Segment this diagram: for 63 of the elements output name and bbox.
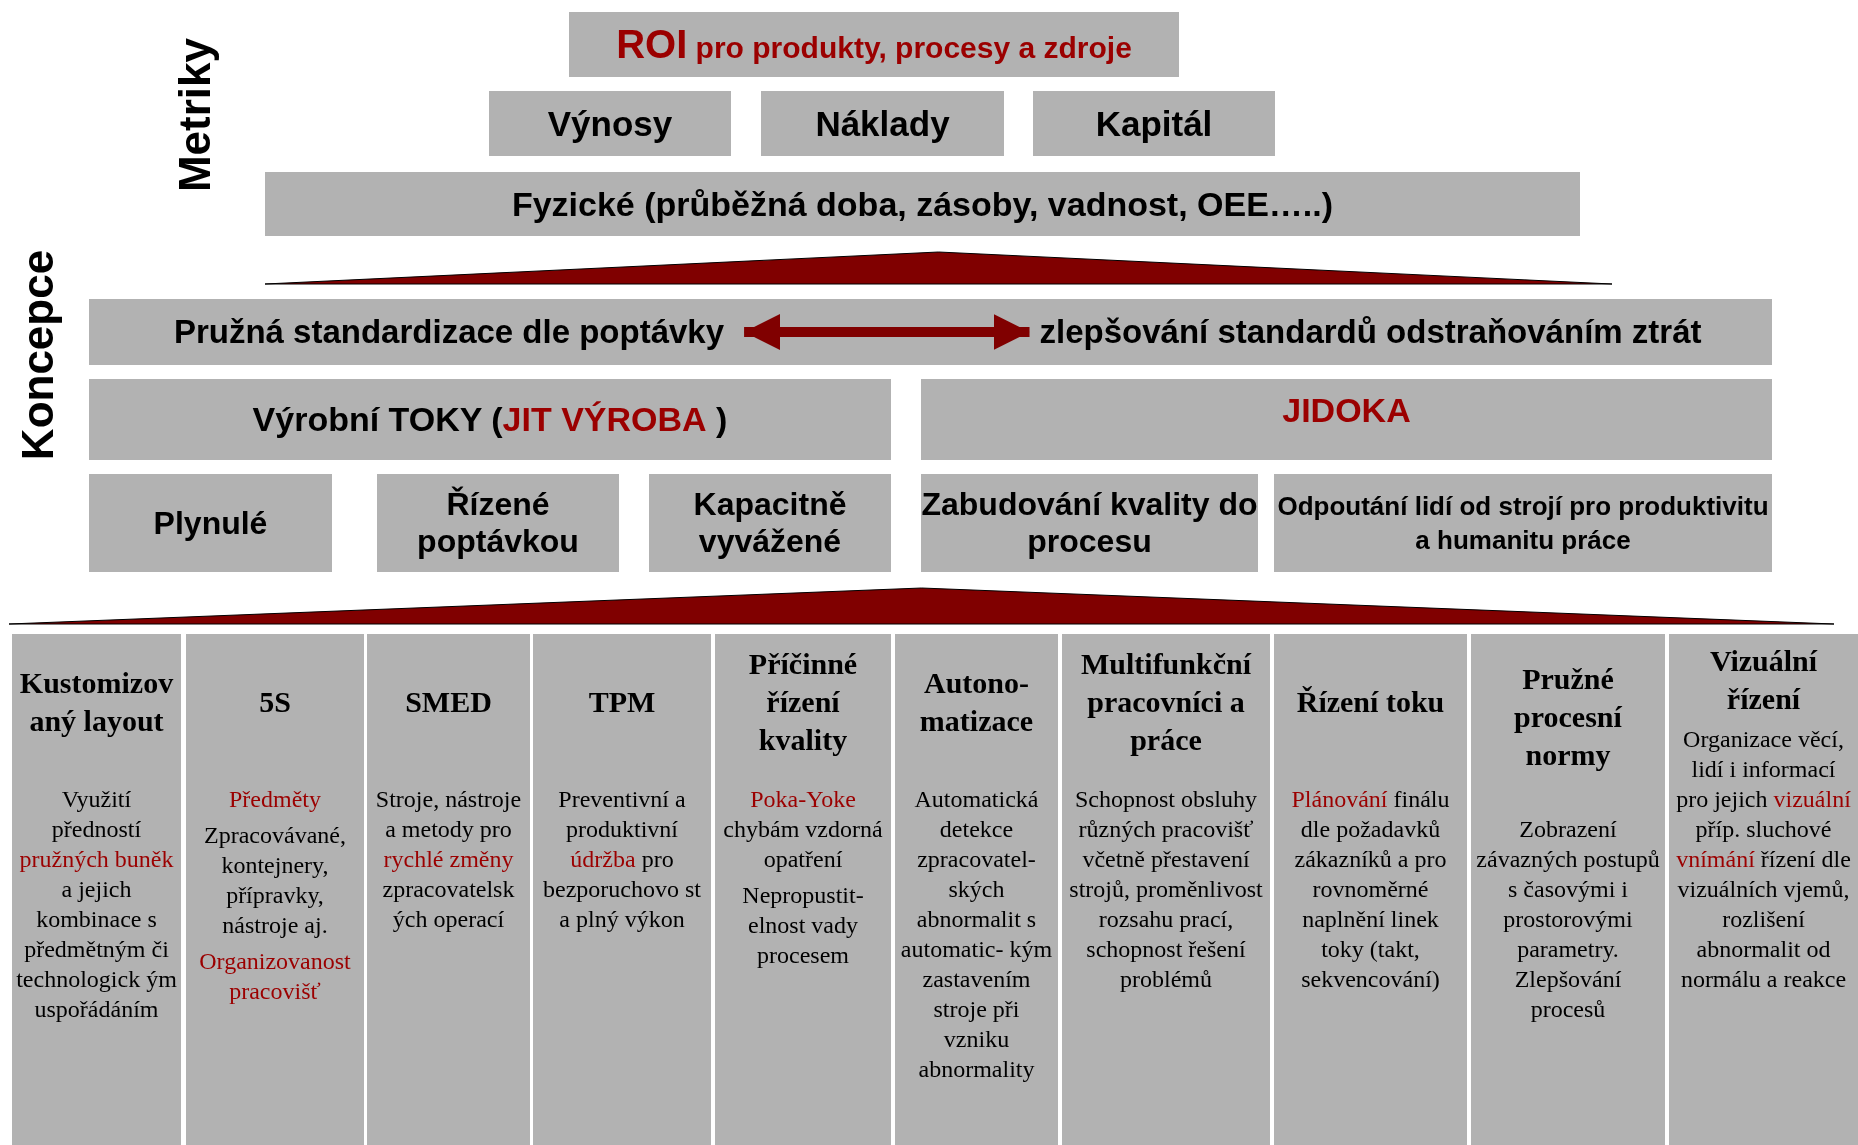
pillar-text: Poka-Yoke chybám vzdorná opatření — [722, 785, 884, 874]
pillar-column — [533, 634, 711, 1145]
pillar-text: Preventivní a produktivní údržba pro bezporuchovo st a plný výkon — [542, 785, 702, 934]
box-label: Náklady — [815, 103, 950, 144]
box-label: ROI pro produkty, procesy a zdroje — [616, 22, 1132, 67]
pillar-text: Plánování finálu dle požadavků zákazníků a pro rovnoměrné naplnění linek toky (takt, sekvencování) — [1290, 785, 1451, 994]
box-label: Plynulé — [153, 504, 268, 542]
concept-band — [89, 299, 1772, 365]
pillar-text: Organizace věcí, lidí i informací pro jejich vizuální příp. sluchové vnímání řízení dle vizuálních vjemů, rozlišení abnormalit od normálu a reakce — [1675, 725, 1852, 994]
pillar-column — [895, 634, 1058, 1145]
pillar-heading: 5S — [259, 684, 291, 720]
pillar-text: Zpracovávané, kontejnery, přípravky, nástroje aj. — [203, 821, 347, 940]
pillar-column — [186, 634, 364, 1145]
pillar-column — [715, 634, 891, 1145]
pillar-text: Zobrazení závazných postupů s časovými i prostorovými parametry. Zlepšování procesů — [1475, 815, 1661, 1024]
principle-box — [649, 474, 891, 572]
pillar-text: Schopnost obsluhy různých pracovišť včetně přestavení strojů, proměnlivost rozsahu prací, schopnost řešení problémů — [1068, 785, 1264, 994]
principle-box — [921, 474, 1258, 572]
pillar-heading: Vizuální řízení — [1708, 643, 1819, 717]
side-label: Metriky — [170, 37, 221, 193]
box-label: JIDOKA — [1282, 391, 1411, 430]
pillar-text: Stroje, nástroje a metody pro rychlé změny zpracovatelsk ých operací — [374, 785, 523, 934]
double-arrow — [744, 314, 1030, 350]
principle-box — [89, 474, 332, 572]
box-label: Kapacitně vyvážené — [692, 486, 848, 560]
pillar-heading: SMED — [405, 684, 492, 720]
pillar-column — [1062, 634, 1270, 1145]
pillar-text: Využití předností pružných buněk a jejich kombinace s předmětným či technologick ým uspořádáním — [16, 785, 177, 1024]
metric-box — [761, 91, 1004, 156]
pillar-text: Organizovanost pracovišť — [198, 947, 352, 1006]
principle-box — [377, 474, 619, 572]
pillar-heading: Pružné procesní normy — [1513, 661, 1623, 773]
pillar-heading: TPM — [588, 684, 656, 720]
pillar-column — [367, 634, 530, 1145]
pillar-text: Nepropustit- elnost vady procesem — [741, 881, 865, 970]
box-label: Výrobní TOKY (JIT VÝROBA ) — [252, 400, 728, 439]
pillar-text: Předměty — [229, 785, 321, 814]
principle-box — [1274, 474, 1772, 572]
concept-box — [921, 379, 1772, 460]
box-label: Výnosy — [547, 103, 673, 144]
pillar-heading: Kustomizov aný layout — [18, 665, 175, 739]
metric-bar — [265, 172, 1580, 236]
metric-box — [569, 12, 1179, 77]
box-label: Řízené poptávkou — [416, 486, 580, 560]
pillar-heading: Multifunkční pracovníci a práce — [1079, 646, 1253, 758]
box-label: Kapitál — [1095, 103, 1213, 144]
pillar-column — [1471, 634, 1665, 1145]
box-label: Fyzické (průběžná doba, zásoby, vadnost, OEE…..) — [511, 184, 1334, 224]
band-text: Pružná standardizace dle poptávky — [173, 313, 725, 351]
band-text: zlepšování standardů odstraňováním ztrát — [1039, 313, 1702, 351]
pillar-column — [1669, 634, 1858, 1145]
pillar-heading: Příčinné řízení kvality — [747, 646, 859, 758]
box-label: Odpoutání lidí od strojí pro produktivitu a humanitu práce — [1276, 490, 1770, 557]
pillar-heading: Řízení toku — [1296, 684, 1445, 720]
pillar-column — [12, 634, 181, 1145]
pillar-heading: Autono- matizace — [918, 665, 1035, 739]
concept-box — [89, 379, 891, 460]
metric-box — [489, 91, 731, 156]
pillar-text: Automatická detekce zpracovatel- ských abnormalit s automatic- kým zastavením stroje při vzniku abnormality — [899, 785, 1054, 1084]
pillar-column — [1274, 634, 1467, 1145]
metric-box — [1033, 91, 1275, 156]
box-label: Zabudování kvality do procesu — [921, 486, 1258, 560]
side-label: Koncepce — [13, 249, 64, 461]
